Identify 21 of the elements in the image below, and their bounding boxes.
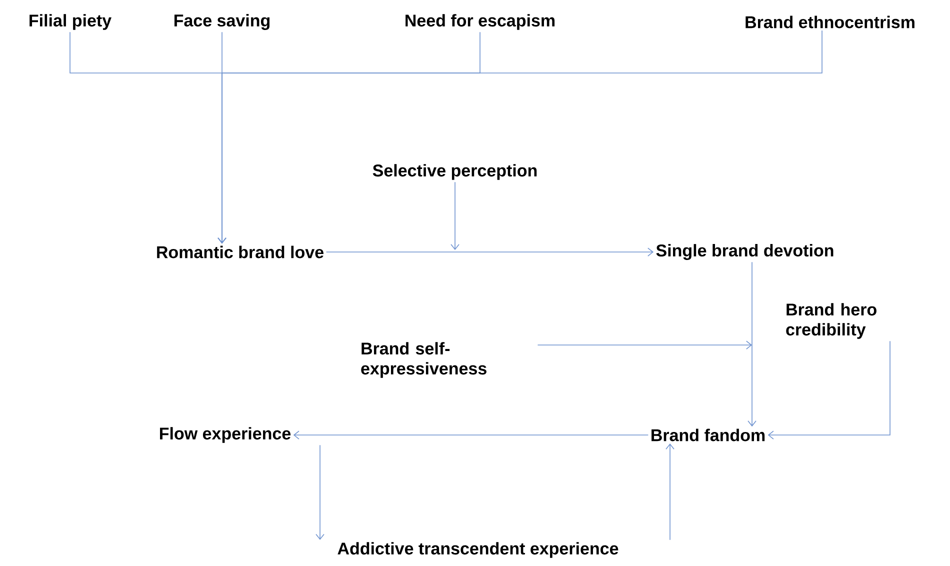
arrow [218,30,822,244]
arrow [316,444,324,540]
concept-label: Brand hero credibility [786,303,876,339]
concept-label: Addictive transcendent experience [338,542,618,558]
concept-label: Single brand devotion [656,244,834,260]
concept-label: Brand self-expressiveness [361,342,486,378]
concept-label: Need for escapism [406,14,555,30]
concept-label: Brand fandom [652,428,765,442]
arrow [293,430,649,440]
arrow [326,248,654,256]
concept-label: Face saving [174,14,270,30]
arrow [450,182,460,250]
concept-label: Selective perception [372,164,537,180]
arrow [666,443,674,540]
concept-label: Brand ethnocentrism [746,16,914,28]
concept-label: Flow experience [160,427,291,443]
arrow [768,340,890,440]
arrow [748,262,756,427]
concept-label: Romantic brand love [157,246,324,258]
concept-label: Filial piety [30,14,112,30]
arrow [537,340,752,350]
